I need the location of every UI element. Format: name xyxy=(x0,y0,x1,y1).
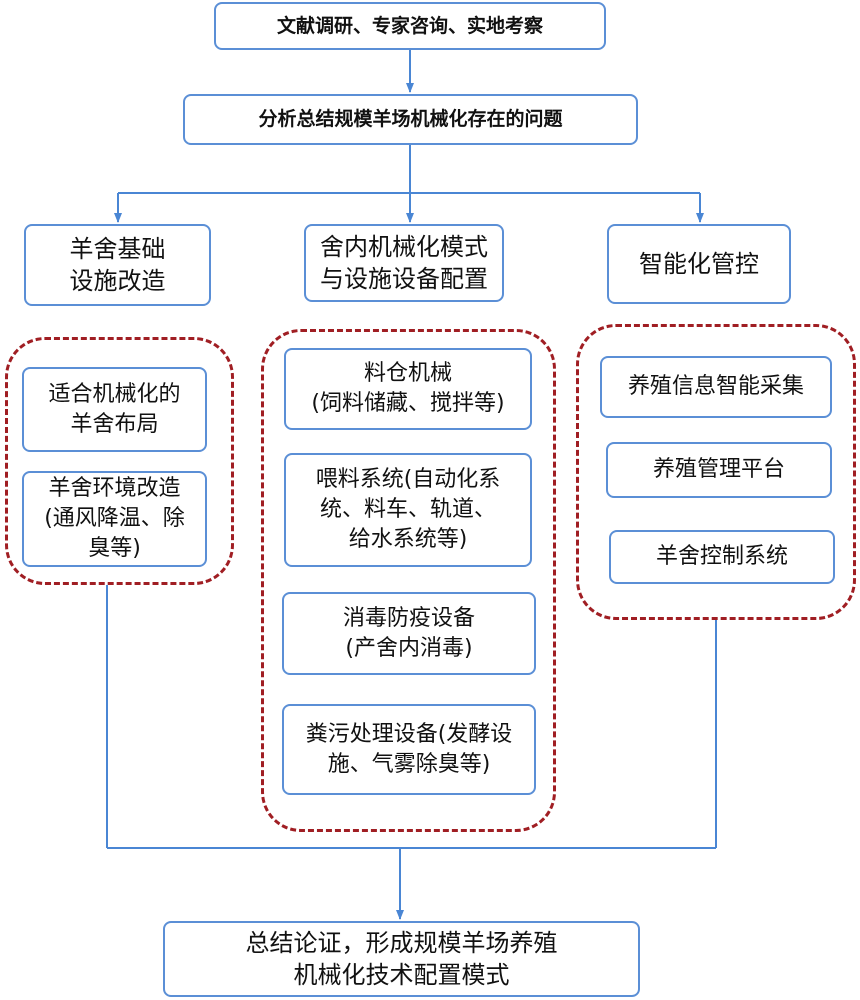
conclusion-line: 总结论证，形成规模羊场养殖 xyxy=(245,928,558,957)
branch-3-item-3: 羊舍控制系统 xyxy=(609,530,835,584)
branch-1-title-line: 设施改造 xyxy=(69,267,166,295)
branch-2-group xyxy=(261,329,556,832)
branch-1-box: 羊舍基础 设施改造 xyxy=(24,224,211,306)
item-text-line: (通风降温、除 xyxy=(44,506,185,532)
branch-2-box: 舍内机械化模式 与设施设备配置 xyxy=(304,224,504,302)
item-text-line: 羊舍环境改造 xyxy=(48,476,181,502)
branch-3-title-line: 智能化管控 xyxy=(639,249,759,278)
analysis-text: 分析总结规模羊场机械化存在的问题 xyxy=(258,108,563,131)
analysis-box: 分析总结规模羊场机械化存在的问题 xyxy=(183,94,638,145)
branch-2-item-4: 粪污处理设备(发酵设 施、气雾除臭等) xyxy=(282,704,536,795)
branch-3-box: 智能化管控 xyxy=(607,224,791,304)
branch-1-group xyxy=(5,337,234,585)
conclusion-line: 机械化技术配置模式 xyxy=(293,961,510,989)
research-text: 文献调研、专家咨询、实地考察 xyxy=(276,14,543,37)
branch-3-item-2: 养殖管理平台 xyxy=(606,442,832,498)
item-text-line: 料仓机械 xyxy=(363,361,452,387)
branch-2-title-line: 与设施设备配置 xyxy=(320,265,488,293)
item-text-line: 养殖信息智能采集 xyxy=(627,374,804,400)
item-text-line: (产舍内消毒) xyxy=(345,635,473,661)
item-text-line: 喂料系统(自动化系 xyxy=(315,467,501,493)
item-text-line: 消毒防疫设备 xyxy=(342,605,475,631)
branch-1-item-2: 羊舍环境改造 (通风降温、除 臭等) xyxy=(22,471,207,567)
item-text-line: 臭等) xyxy=(88,535,141,561)
item-text-line: 给水系统等) xyxy=(348,526,468,552)
branch-2-title-line: 舍内机械化模式 xyxy=(320,232,488,261)
branch-2-item-2: 喂料系统(自动化系 统、料车、轨道、 给水系统等) xyxy=(284,453,532,567)
item-text-line: 粪污处理设备(发酵设 xyxy=(305,721,513,747)
branch-1-item-1: 适合机械化的 羊舍布局 xyxy=(22,367,207,452)
research-box: 文献调研、专家咨询、实地考察 xyxy=(214,2,606,50)
conclusion-box: 总结论证，形成规模羊场养殖 机械化技术配置模式 xyxy=(163,921,640,997)
item-text-line: 养殖管理平台 xyxy=(652,457,785,483)
item-text-line: 施、气雾除臭等) xyxy=(327,751,491,777)
branch-2-item-1: 料仓机械 (饲料储藏、搅拌等) xyxy=(284,348,532,430)
item-text-line: 适合机械化的 xyxy=(48,381,181,407)
branch-3-item-1: 养殖信息智能采集 xyxy=(600,356,832,418)
branch-3-group xyxy=(576,324,856,620)
item-text-line: (饲料储藏、搅拌等) xyxy=(311,391,505,416)
branch-1-title-line: 羊舍基础 xyxy=(69,234,166,263)
item-text-line: 统、料车、轨道、 xyxy=(319,497,496,523)
item-text-line: 羊舍控制系统 xyxy=(655,544,788,570)
item-text-line: 羊舍布局 xyxy=(70,411,159,437)
branch-2-item-3: 消毒防疫设备 (产舍内消毒) xyxy=(282,592,536,675)
